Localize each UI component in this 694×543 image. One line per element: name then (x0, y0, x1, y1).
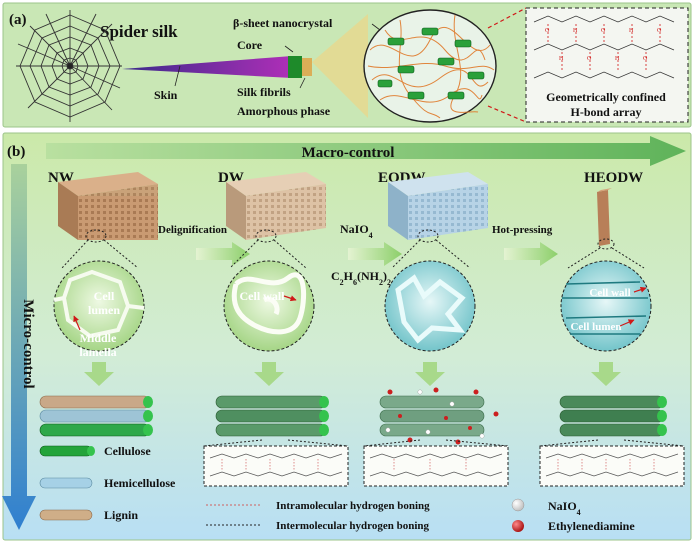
svg-text:H: H (573, 28, 578, 34)
dw-molecule-box (203, 439, 349, 487)
panel-a-label: (a) (9, 12, 27, 28)
heodw-cell-circle: Cell wall Cell lumen (560, 260, 652, 352)
nw-wood-block (58, 172, 158, 240)
nw-cell-circle: Cell lumen Middle lamella (53, 260, 145, 359)
nw-middle-lamella-line2: lamella (79, 345, 116, 359)
eodw-molecule-box (363, 439, 509, 487)
down-arrows (84, 362, 621, 386)
stage-label-heodw: HEODW (584, 170, 643, 186)
legend-intermolecular-label: Intermolecular hydrogen boning (276, 520, 429, 532)
spider-web-icon (16, 10, 122, 122)
panel-a: (a) Spider silk Skin Core Silk fibrils A… (2, 2, 692, 128)
eodw-fiber-bundle (379, 387, 499, 445)
hbond-array-box: O H O H O H O H O Geometrically confined H-bond… (525, 7, 689, 123)
heodw-wood-block (597, 188, 612, 246)
panel-b-label: (b) (7, 144, 25, 160)
silk-fibrils-bundle (302, 58, 312, 76)
legend-lignin: Lignin (39, 508, 138, 522)
legend-ethylenediamine: Ethylenediamine (512, 519, 635, 533)
eodw-wood-block (388, 172, 488, 240)
nw-cell-lumen-line1: Cell (94, 289, 115, 303)
eodw-cell-circle (384, 260, 476, 352)
svg-text:O: O (545, 28, 550, 34)
amorphous-phase-label: Amorphous phase (237, 104, 331, 118)
naio4-reagent-label: NaIO4 (340, 222, 373, 240)
svg-text:H: H (559, 56, 564, 62)
heodw-fiber-bundle (559, 395, 667, 437)
hbond-label-line2: H-bond array (570, 105, 641, 119)
legend-intramolecular: Intramolecular hydrogen boning (206, 500, 430, 512)
legend-hemicellulose: Hemicellulose (39, 476, 176, 490)
nw-cell-lumen-line2: lumen (88, 303, 120, 317)
macro-control-label: Macro-control (302, 145, 395, 161)
micro-control-arrow (2, 164, 36, 530)
skin-label: Skin (154, 88, 178, 102)
silk-fibrils-label: Silk fibrils (237, 85, 291, 99)
delignification-label: Delignification (158, 224, 227, 236)
svg-text:H: H (615, 56, 620, 62)
svg-text:O: O (657, 28, 662, 34)
zoom-line-top (487, 7, 527, 29)
oxidation-arrow (348, 242, 402, 266)
silk-core (288, 56, 302, 78)
panel-b: (b) Macro-control Micro-control NW DW EO… (2, 132, 692, 541)
heodw-cell-wall-label: Cell wall (589, 287, 630, 299)
legend-ethylenediamine-label: Ethylenediamine (548, 519, 635, 533)
delignification-arrow (196, 242, 250, 266)
legend-hemicellulose-label: Hemicellulose (104, 476, 176, 490)
dw-fiber-bundle (215, 395, 329, 437)
legend-cellulose: Cellulose (39, 444, 151, 458)
amorphous-phase-circle (363, 9, 497, 123)
legend-intramolecular-label: Intramolecular hydrogen boning (276, 500, 430, 512)
dw-cell-wall-label: Cell wall (240, 289, 286, 303)
svg-text:O: O (601, 28, 606, 34)
micro-control-label: Micro-control (20, 299, 36, 388)
legend-lignin-label: Lignin (104, 508, 138, 522)
heodw-cell-lumen-label: Cell lumen (570, 321, 621, 333)
silk-fiber-cone (122, 56, 292, 78)
heodw-molecule-box (539, 439, 685, 487)
legend-intermolecular: Intermolecular hydrogen boning (206, 520, 429, 532)
beta-sheet-label: β-sheet nanocrystal (233, 16, 333, 30)
ethylenediamine-reagent-label: C2H6(NH2)2 (331, 269, 391, 287)
nw-fiber-bundle (39, 395, 153, 437)
hot-pressing-arrow (504, 242, 558, 266)
legend-cellulose-label: Cellulose (104, 444, 151, 458)
svg-text:O: O (643, 56, 648, 62)
svg-text:O: O (587, 56, 592, 62)
panel-b-background (2, 132, 692, 541)
spider-silk-title: Spider silk (100, 22, 178, 41)
dw-wood-block (226, 172, 326, 240)
legend-naio4: NaIO4 (511, 498, 581, 517)
hot-pressing-label: Hot-pressing (492, 224, 553, 236)
legend: Cellulose Hemicellulose Lignin Intramole… (39, 444, 635, 533)
nw-middle-lamella-line1: Middle (80, 331, 117, 345)
zoom-cone (312, 14, 368, 118)
hbond-label-line1: Geometrically confined (546, 90, 666, 104)
dw-cell-circle: Cell wall (223, 260, 315, 352)
macro-control-arrow (46, 136, 686, 166)
svg-text:H: H (629, 28, 634, 34)
core-label: Core (237, 38, 263, 52)
legend-naio4-label: NaIO4 (548, 499, 581, 517)
